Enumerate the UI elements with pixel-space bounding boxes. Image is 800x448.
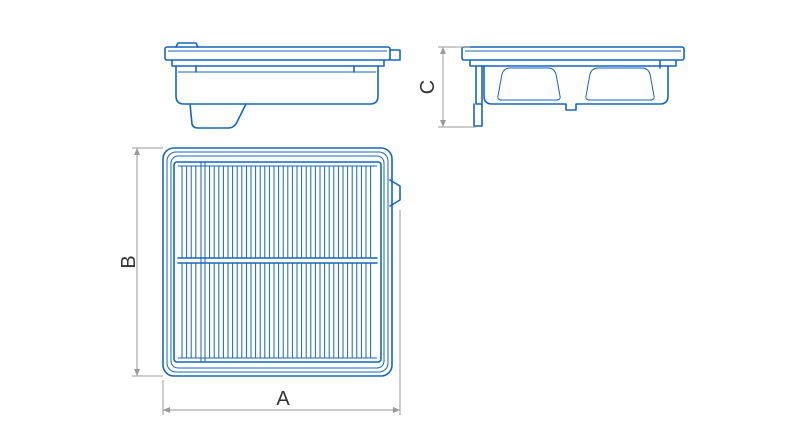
- top-view: [162, 147, 401, 377]
- dimension-label-b: B: [118, 255, 140, 268]
- side-view: [461, 46, 685, 127]
- dimension-label-a: A: [276, 388, 290, 410]
- dimension-label-c: C: [417, 80, 439, 94]
- filter-pleats: [181, 166, 372, 358]
- front-side-view: [164, 42, 401, 129]
- dimension-lines: [132, 46, 476, 415]
